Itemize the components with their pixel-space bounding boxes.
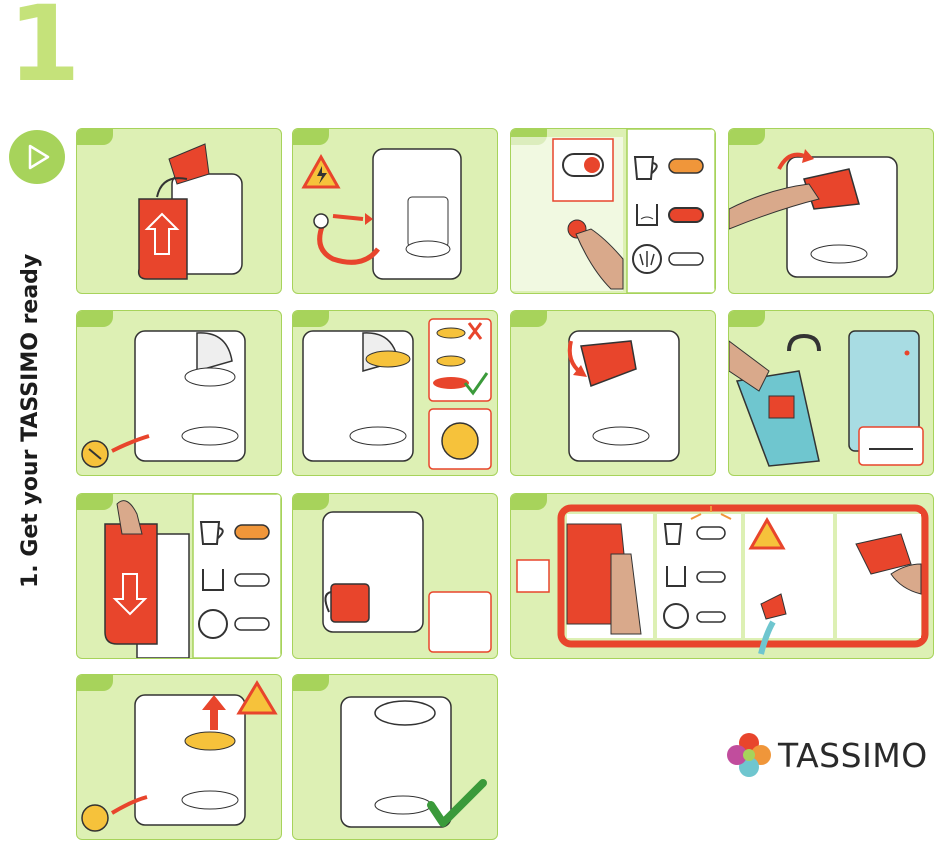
step-panel-remove-disc: [76, 310, 282, 476]
step-panel-ready: [292, 674, 498, 840]
step-panel-close-lid: [510, 310, 716, 476]
step-panel-reinsert-disc: [76, 674, 282, 840]
step-panel-power-on: [510, 128, 716, 294]
brand-name: TASSIMO: [778, 736, 928, 775]
step-number: 1: [8, 0, 80, 96]
step-panel-place-cup: [292, 493, 498, 659]
step-panel-disc-holder-check: [292, 310, 498, 476]
step-panel-insert-tank: [76, 493, 282, 659]
brand-logo: TASSIMO: [726, 732, 928, 778]
flower-logo-icon: [726, 732, 772, 778]
section-title: 1. Get your TASSIMO ready: [18, 254, 43, 588]
disc-holder-icon: [82, 441, 108, 467]
step-panel-open-tank: [76, 128, 282, 294]
disc-holder-icon: [82, 805, 108, 831]
step-panel-plug-in: [292, 128, 498, 294]
electric-hazard-icon: [304, 157, 338, 187]
play-icon[interactable]: [9, 130, 65, 184]
step-panel-remove-tank: [728, 128, 934, 294]
hot-surface-icon: [239, 683, 275, 713]
step-panel-fill-tank: [728, 310, 934, 476]
step-panel-rinse-cycle: [510, 493, 934, 659]
